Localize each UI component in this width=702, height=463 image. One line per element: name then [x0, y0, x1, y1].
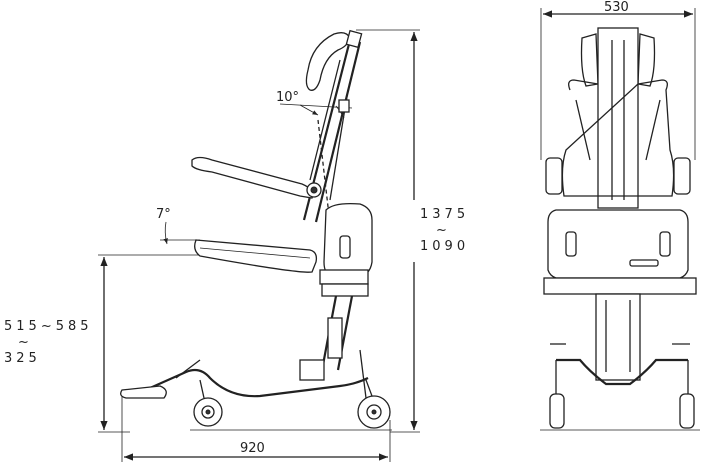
- front-wheel-right: [679, 393, 695, 429]
- front-armrest-right: [673, 157, 691, 195]
- rear-caster: [357, 379, 391, 429]
- footrest: [120, 385, 167, 399]
- height-min-value: 1090: [420, 239, 469, 254]
- width-value: 530: [604, 0, 629, 15]
- front-caster: [193, 379, 223, 427]
- front-headrest-right: [637, 33, 656, 87]
- front-lift-column: [595, 293, 641, 381]
- seat-height-tilde: ~: [18, 335, 29, 350]
- backrest-angle-value: 10°: [276, 90, 299, 105]
- front-base: [556, 358, 688, 386]
- lift-column: [320, 295, 354, 371]
- front-armrest-left: [545, 157, 563, 195]
- headrest: [305, 32, 351, 91]
- height-tilde: ~: [436, 223, 447, 238]
- height-max-value: 1375: [420, 207, 469, 222]
- length-dimension-line: [121, 395, 391, 462]
- seat-height-low-value: 325: [4, 351, 41, 366]
- front-seat-plate: [543, 277, 697, 295]
- front-back-column: [597, 27, 639, 209]
- seat-height-dimension-line: [98, 254, 200, 433]
- armrest: [191, 156, 314, 199]
- length-value: 920: [240, 441, 265, 456]
- seat: [194, 239, 318, 273]
- base-frame: [149, 368, 369, 398]
- width-dimension-line: [540, 8, 696, 160]
- front-headrest-left: [580, 33, 599, 87]
- seat-height-range-value: 515~585: [4, 319, 93, 334]
- front-wheel-left: [549, 393, 565, 429]
- front-view: [540, 8, 700, 431]
- seat-angle-indicator: [160, 221, 200, 245]
- height-dimension-line: [356, 29, 420, 433]
- side-view: [98, 29, 420, 462]
- seat-angle-value: 7°: [156, 207, 171, 222]
